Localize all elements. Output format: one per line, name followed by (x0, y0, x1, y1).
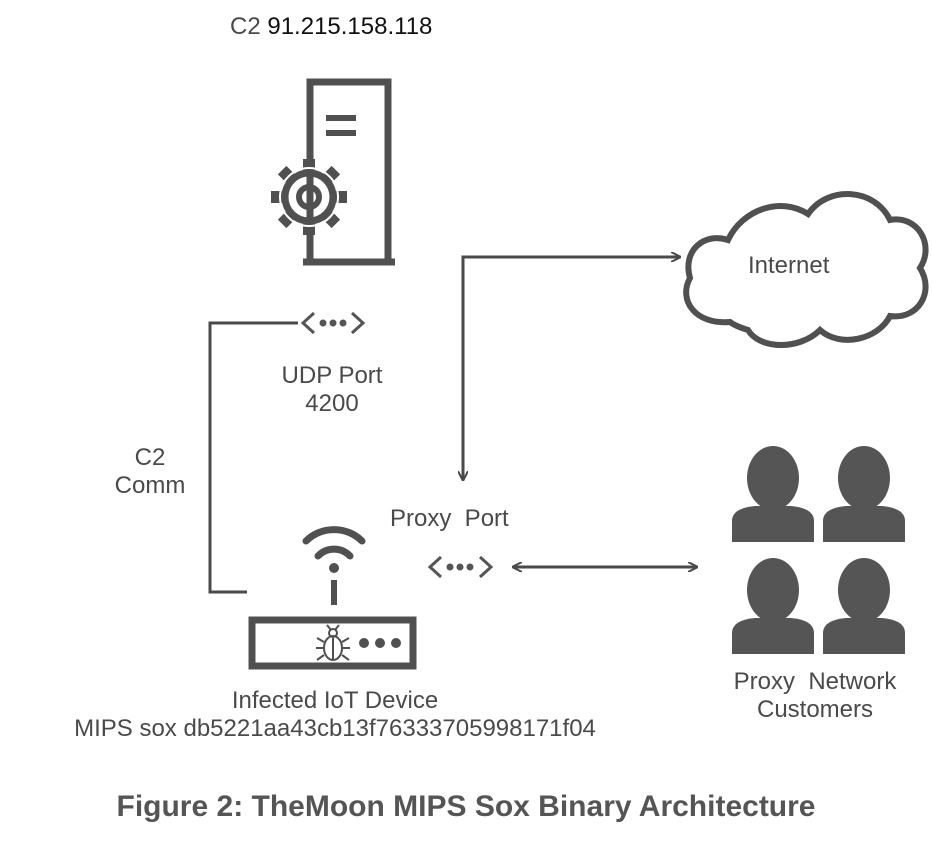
udp-port-line1: UDP Port (281, 362, 383, 389)
c2-label: C2 (230, 13, 261, 40)
c2-server-label: C2 91.215.158.118 (230, 13, 432, 41)
customers-label: Proxy Network Customers (700, 668, 930, 724)
customers-people-icon (732, 446, 905, 654)
wifi-icon (302, 526, 366, 605)
udp-port-line2: 4200 (305, 390, 359, 417)
customers-line2: Customers (756, 696, 874, 723)
iot-device-icon (248, 616, 417, 670)
person-icon (823, 558, 905, 654)
c2-comm-label: C2 Comm (100, 444, 200, 500)
person-icon (823, 446, 905, 542)
udp-port-label: UDP Port 4200 (262, 362, 402, 418)
c2-comm-line2: Comm (114, 472, 186, 499)
customers-line1: Proxy Network (733, 668, 897, 695)
figure-caption: Figure 2: TheMoon MIPS Sox Binary Archit… (116, 790, 816, 823)
proxy-port-connector-icon (427, 555, 494, 579)
internet-cloud-icon (683, 191, 929, 348)
internet-proxy-arrow (463, 257, 680, 480)
c2-comm-line (208, 321, 298, 594)
iot-device-hash: MIPS sox db5221aa43cb13f76333705998171f0… (74, 715, 596, 742)
proxy-port-label: Proxy Port (390, 505, 509, 532)
internet-label: Internet (748, 252, 830, 279)
iot-device-label: Infected IoT Device MIPS sox db5221aa43c… (10, 687, 660, 743)
iot-device-line1: Infected IoT Device (231, 687, 439, 714)
udp-port-connector-icon (300, 311, 366, 335)
person-icon (732, 558, 814, 654)
person-icon (732, 446, 814, 542)
c2-comm-line1: C2 (134, 444, 166, 471)
c2-ip-address: 91.215.158.118 (267, 13, 433, 40)
bug-icon (316, 624, 350, 661)
